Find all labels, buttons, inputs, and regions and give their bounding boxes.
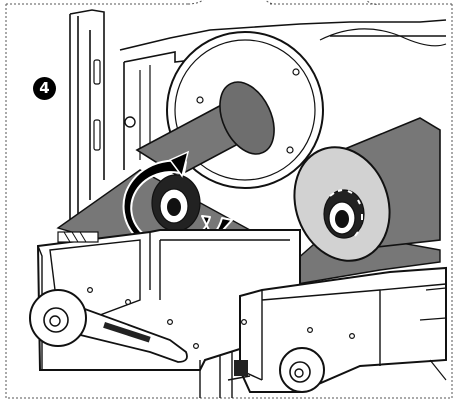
- right-knob-hole: [294, 368, 304, 378]
- rear-spool-hole-3: [286, 146, 294, 154]
- dashed-frame: [5, 3, 453, 399]
- right-bracket-edge: [261, 283, 447, 380]
- lower-mechanism: [199, 352, 263, 398]
- rear-spool-disc-inner: [174, 39, 316, 181]
- right-bracket-screw-1: [241, 319, 248, 326]
- screw-3: [167, 319, 174, 326]
- lever-grip: [103, 322, 151, 343]
- frame-top-curve-far-right: [365, 0, 381, 5]
- left-ribbon-roll-back-cap: [219, 81, 275, 155]
- right-bracket-screw-2: [307, 327, 314, 334]
- screw-2: [124, 299, 131, 306]
- housing-slot-2: [93, 119, 101, 151]
- rear-chassis-ribs: [139, 28, 447, 160]
- side-knob: [124, 116, 136, 128]
- left-bracket-tab: [57, 231, 99, 243]
- rear-spool-hole: [196, 96, 204, 104]
- rear-spool-hole-2: [292, 68, 300, 76]
- right-roll-core-hub: [335, 210, 349, 228]
- step-number-badge: 4: [33, 77, 56, 100]
- left-bracket-edge: [37, 232, 290, 370]
- lever-knob-hole: [49, 315, 61, 327]
- right-roll-core-gear: [329, 189, 363, 237]
- lower-block: [234, 360, 248, 376]
- left-roll-core-hub: [167, 198, 181, 216]
- screw-4: [193, 343, 200, 350]
- housing-slot: [93, 59, 101, 85]
- rear-chassis: [119, 19, 447, 170]
- left-bracket-hatch: [63, 231, 87, 243]
- frame-top-curve-right: [264, 0, 277, 5]
- rotation-arrow-head-top: [168, 150, 190, 178]
- frame-top-curve-left: [187, 0, 204, 5]
- screw-1: [86, 287, 93, 294]
- left-housing-panel: [69, 9, 105, 250]
- right-bracket-screw-3: [349, 333, 356, 340]
- right-edge-detail: [419, 287, 447, 381]
